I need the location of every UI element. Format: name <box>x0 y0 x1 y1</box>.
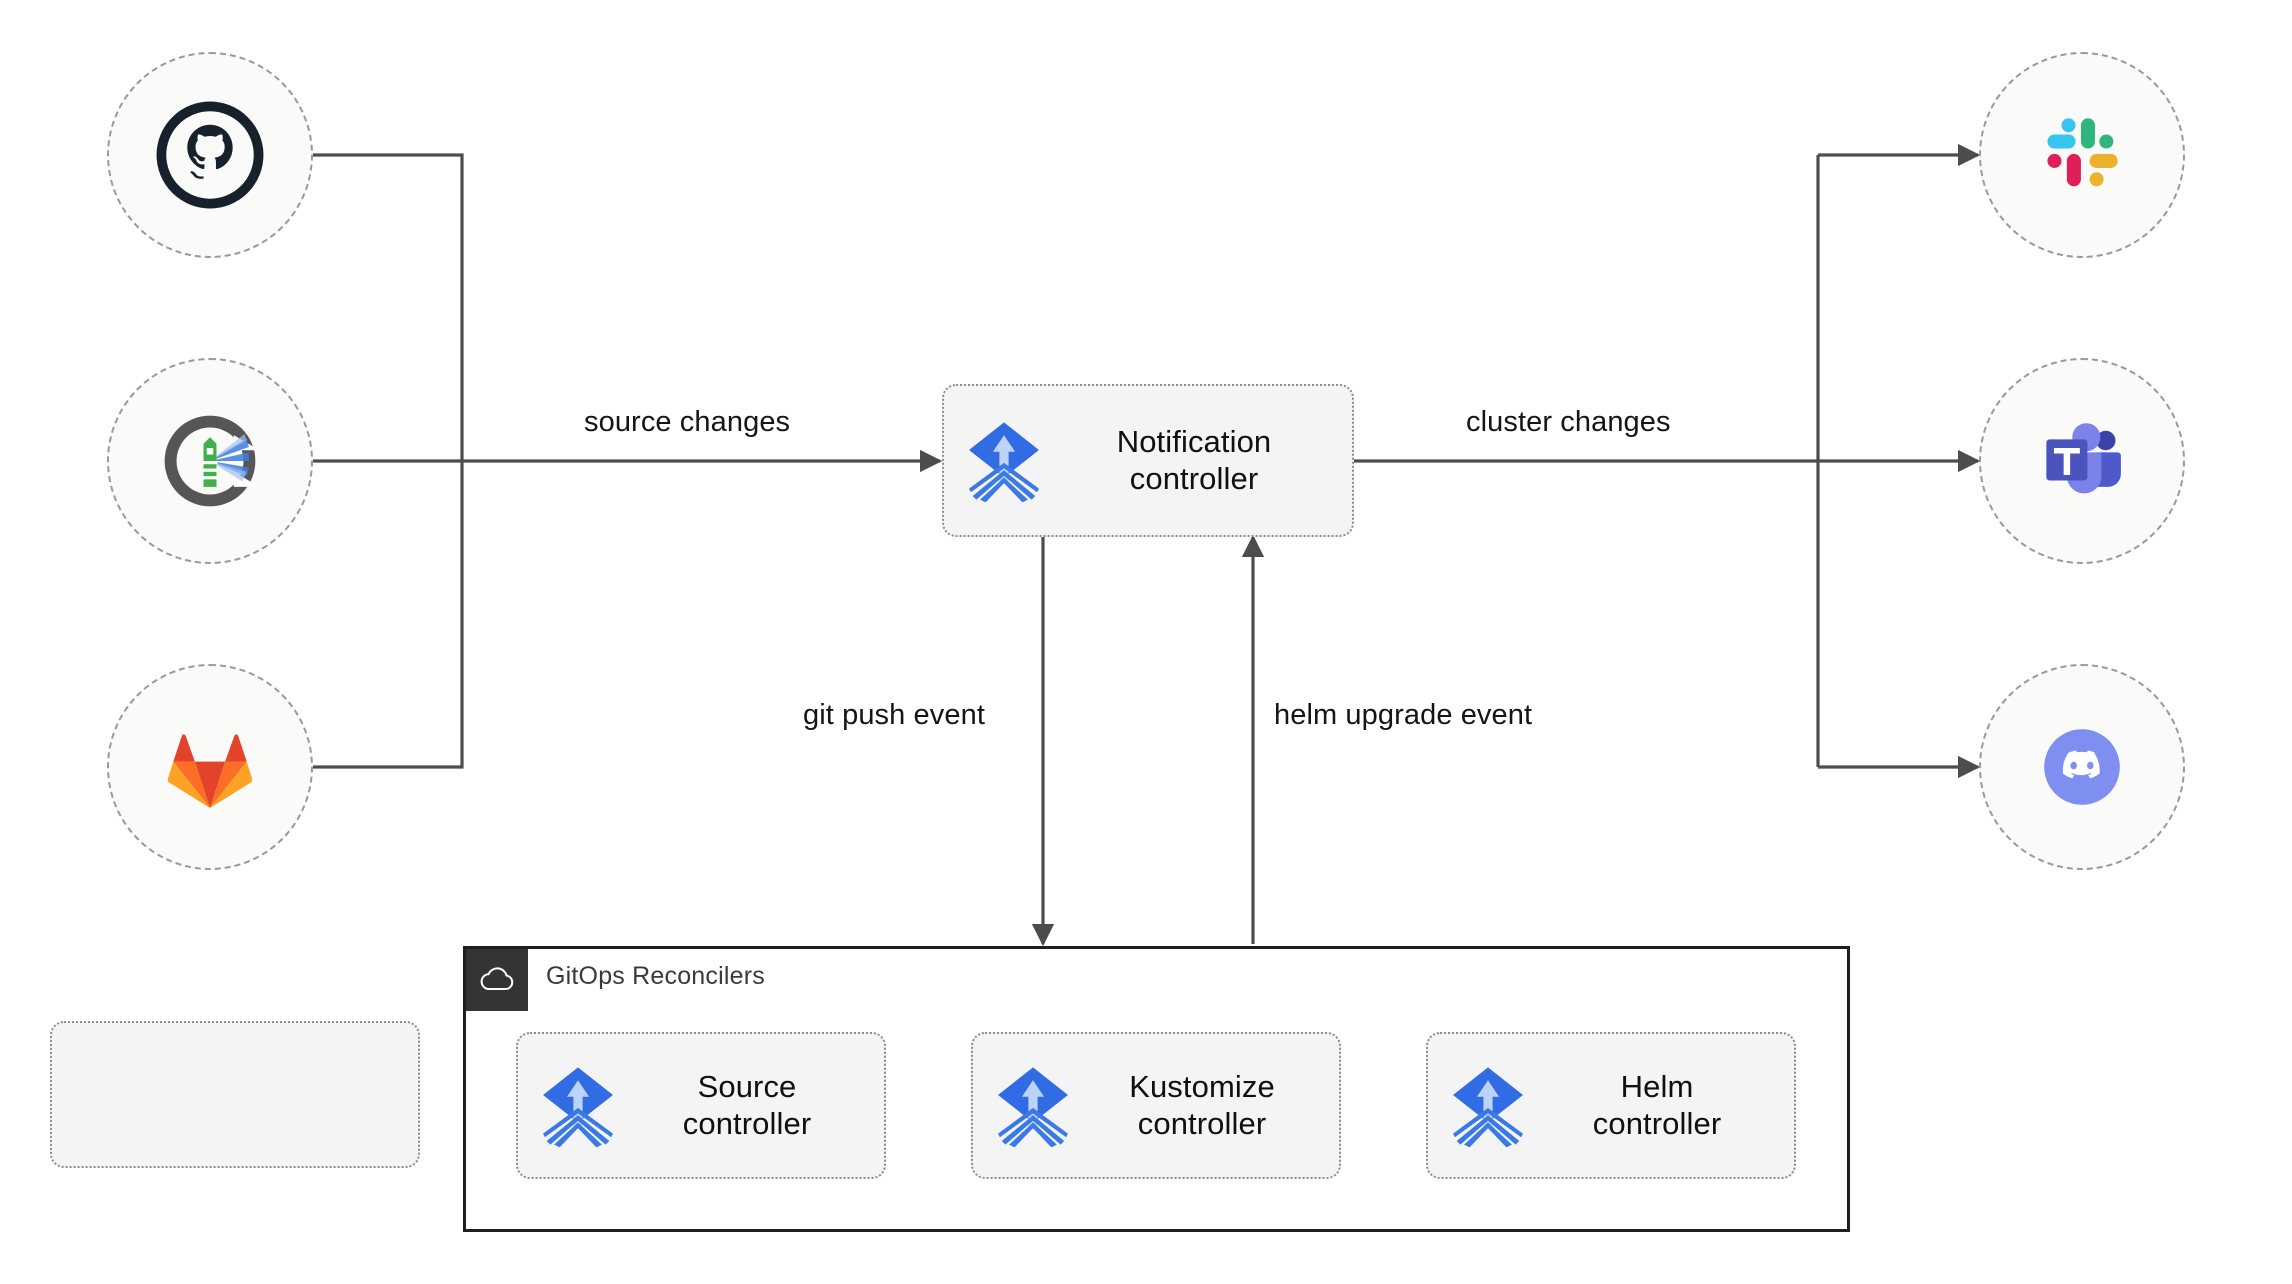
source-node-flux-source[interactable] <box>107 358 313 564</box>
container-icon-badge <box>466 949 528 1011</box>
flux-icon <box>1453 1066 1523 1147</box>
flux-icon <box>998 1066 1068 1147</box>
edge-label-helm-upgrade-event: helm upgrade event <box>1274 699 1533 731</box>
discord-icon <box>2044 729 2120 805</box>
destination-node-teams[interactable] <box>1979 358 2185 564</box>
container-title: GitOps Reconcilers <box>546 962 765 990</box>
edge-label-cluster-changes: cluster changes <box>1466 406 1671 438</box>
kustomize-controller-node[interactable]: Kustomize controller <box>971 1032 1341 1179</box>
helm-controller-node[interactable]: Helm controller <box>1426 1032 1796 1179</box>
notification-controller-label: Notification controller <box>1116 423 1272 496</box>
helm-controller-label: Helm controller <box>1592 1068 1722 1141</box>
cloud-icon <box>480 967 514 990</box>
edge-label-source-changes: source changes <box>584 406 791 438</box>
notification-controller-node[interactable]: Notification controller <box>942 384 1354 537</box>
destination-node-slack[interactable] <box>1979 52 2185 258</box>
gitlab-icon <box>167 734 253 809</box>
flux-icon <box>969 421 1039 502</box>
source-controller-node[interactable]: Source controller <box>516 1032 886 1179</box>
source-controller-node[interactable] <box>50 1021 420 1168</box>
flux-icon <box>543 1066 613 1147</box>
kustomize-controller-label: Kustomize controller <box>1129 1068 1275 1141</box>
source-controller-label: Source controller <box>682 1068 812 1141</box>
github-icon <box>156 101 264 209</box>
source-node-gitlab[interactable] <box>107 664 313 870</box>
flux-lighthouse-icon <box>164 415 260 507</box>
source-node-github[interactable] <box>107 52 313 258</box>
edge-label-git-push-event: git push event <box>803 699 985 731</box>
slack-icon <box>2047 118 2118 187</box>
destination-node-discord[interactable] <box>1979 664 2185 870</box>
microsoft-teams-icon <box>2046 423 2121 494</box>
